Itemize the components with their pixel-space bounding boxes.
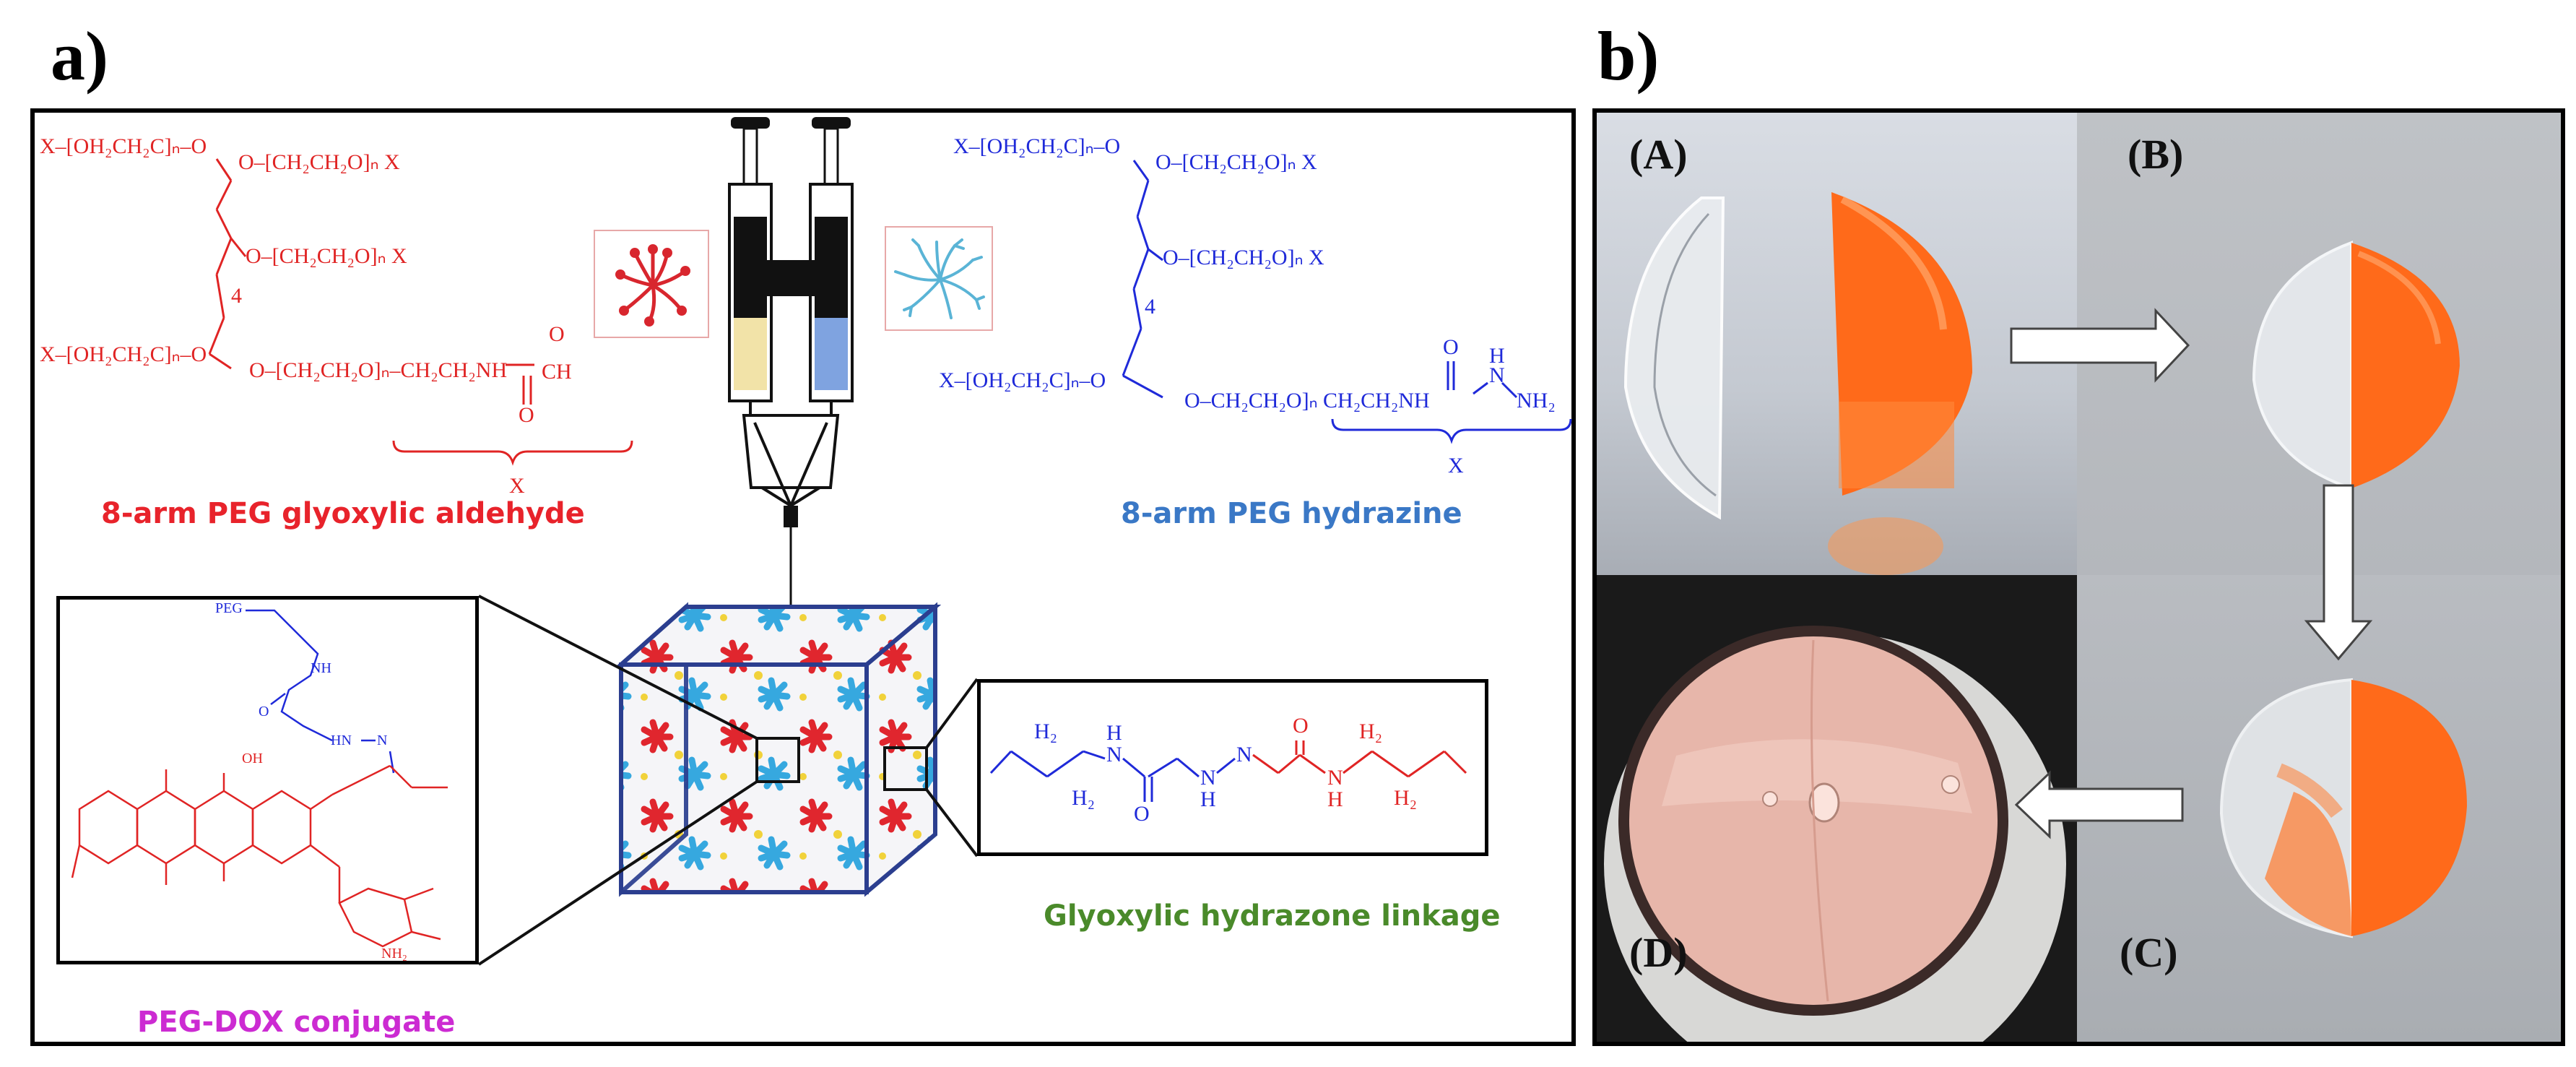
hydrazine-repeat: 4 xyxy=(1145,295,1155,319)
hydrazine-row3-right: O–CH₂CH₂O]ₙ CH₂CH₂NH xyxy=(1184,389,1430,412)
panel-a-frame xyxy=(30,108,1576,1046)
conjugate-caption: PEG-DOX conjugate xyxy=(137,1006,456,1039)
photo-label-d: (D) xyxy=(1629,929,1688,976)
hydrazine-n: N xyxy=(1489,363,1505,387)
hydrazine-row1: X–[OH₂CH₂C]ₙ–O xyxy=(953,134,1121,158)
red-star-icon xyxy=(594,230,709,338)
linkage-h-b: H xyxy=(1200,787,1216,811)
aldehyde-row3-left: X–[OH₂CH₂C]ₙ–O xyxy=(40,342,207,366)
linkage-h2d: H₂ xyxy=(1394,786,1418,810)
photo-a xyxy=(1597,113,2077,575)
aldehyde-oxygen: O xyxy=(549,322,565,346)
conjugate-nh: NH xyxy=(311,660,331,676)
linkage-n-a: N xyxy=(1106,743,1122,766)
blue-star-icon xyxy=(885,226,993,331)
hydrazine-caption: 8-arm PEG hydrazine xyxy=(1121,497,1462,530)
hydrazine-row1-right: O–[CH₂CH₂O]ₙ X xyxy=(1155,150,1317,174)
hydrazine-h: H xyxy=(1489,344,1505,368)
linkage-h2a: H₂ xyxy=(1034,720,1058,743)
linkage-o-b: O xyxy=(1293,714,1309,738)
aldehyde-ch: CH xyxy=(542,360,572,384)
conjugate-nh2: NH₂ xyxy=(381,946,407,962)
conjugate-peg: PEG xyxy=(215,600,243,616)
arrow-right-icon xyxy=(2010,308,2190,383)
conjugate-n: N xyxy=(377,733,388,748)
panel-b-label: b) xyxy=(1597,17,1660,95)
conjugate-hn: HN xyxy=(331,733,352,748)
panel-b-frame xyxy=(1592,108,2565,1046)
arrow-left-icon xyxy=(2014,770,2184,839)
photo-label-a: (A) xyxy=(1629,131,1688,178)
linkage-n-c: N xyxy=(1236,743,1252,766)
conjugate-oh: OH xyxy=(242,751,263,766)
aldehyde-row2-right: O–[CH₂CH₂O]ₙ X xyxy=(246,244,407,268)
hydrazine-nh2: NH₂ xyxy=(1517,389,1556,412)
linkage-o-a: O xyxy=(1134,802,1150,826)
panel-a-label: a) xyxy=(51,17,108,95)
hydrazine-row3-left: X–[OH₂CH₂C]ₙ–O xyxy=(939,368,1106,392)
hydrazine-row2-right: O–[CH₂CH₂O]ₙ X xyxy=(1163,246,1324,269)
linkage-h-a: H xyxy=(1106,721,1122,745)
arrow-down-icon xyxy=(2304,484,2373,661)
aldehyde-x: X xyxy=(509,474,525,498)
conjugate-box xyxy=(56,596,479,964)
photo-label-b: (B) xyxy=(2128,131,2184,178)
aldehyde-row1: X–[OH₂CH₂C]ₙ–O xyxy=(40,134,207,158)
aldehyde-carbonyl-o: O xyxy=(519,403,534,427)
linkage-n-b: N xyxy=(1200,766,1216,790)
linkage-caption: Glyoxylic hydrazone linkage xyxy=(1044,899,1501,933)
hydrazine-x: X xyxy=(1448,454,1464,478)
hydrazine-carbonyl-o: O xyxy=(1443,335,1459,359)
linkage-n-d: N xyxy=(1327,766,1343,790)
aldehyde-repeat: 4 xyxy=(231,284,242,308)
aldehyde-row3-right: O–[CH₂CH₂O]ₙ–CH₂CH₂NH xyxy=(249,358,508,382)
aldehyde-row1-right: O–[CH₂CH₂O]ₙ X xyxy=(238,150,400,174)
photo-d xyxy=(1597,575,2077,1042)
linkage-h2b: H₂ xyxy=(1072,786,1096,810)
photo-label-c: (C) xyxy=(2120,929,2178,976)
linkage-h2c: H₂ xyxy=(1359,720,1383,743)
linkage-h-c: H xyxy=(1327,787,1343,811)
linkage-box xyxy=(977,679,1488,856)
aldehyde-caption: 8-arm PEG glyoxylic aldehyde xyxy=(101,497,585,530)
conjugate-o: O xyxy=(259,704,269,720)
